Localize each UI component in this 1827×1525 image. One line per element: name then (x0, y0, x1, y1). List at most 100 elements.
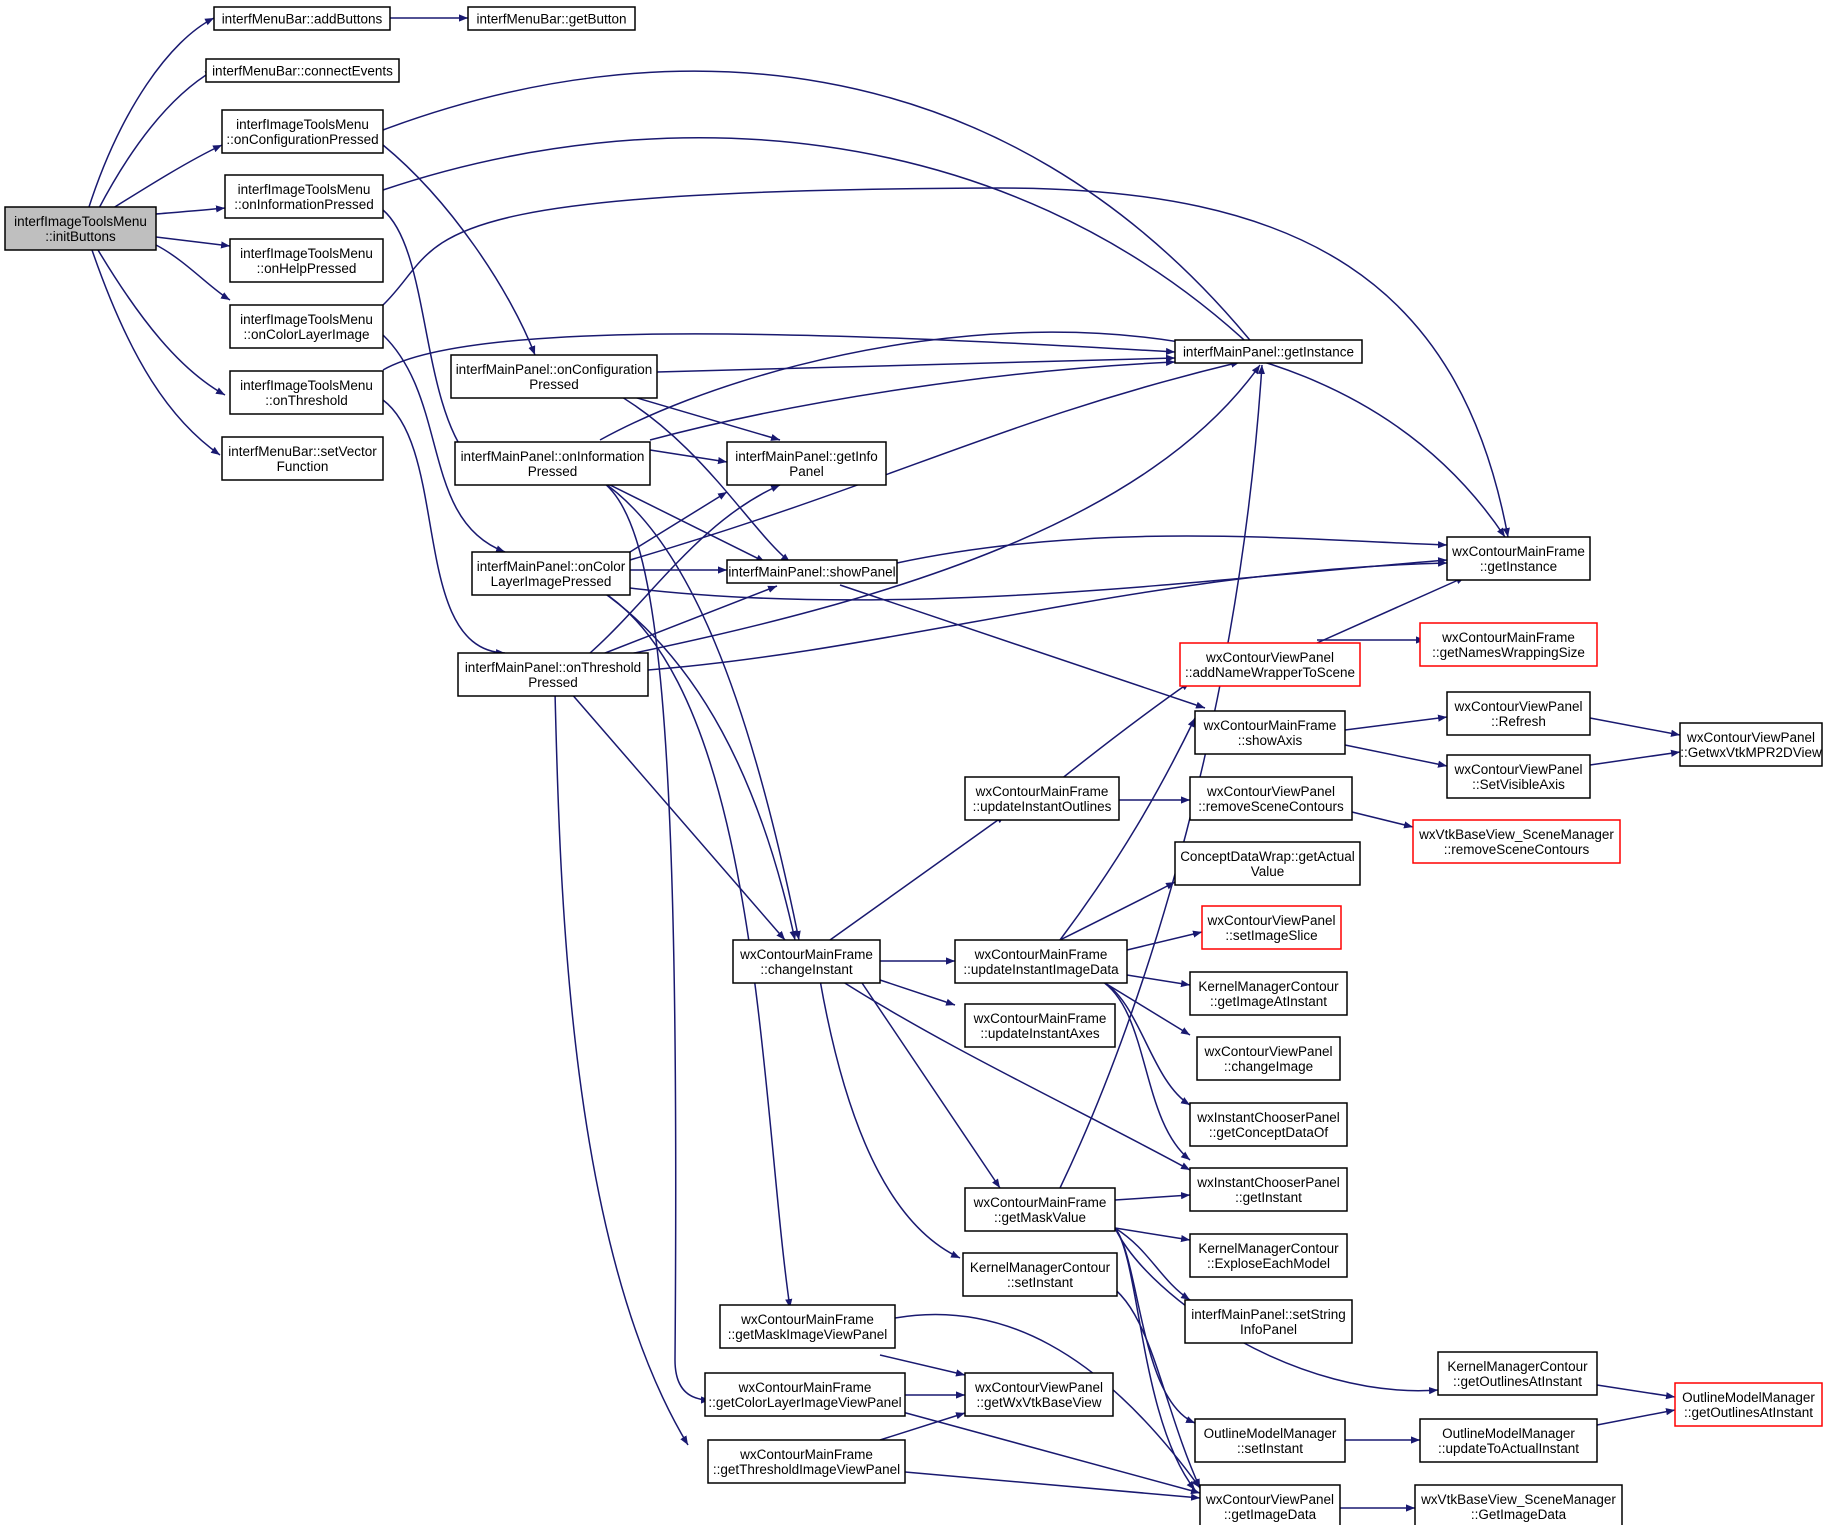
node-vsm-GetImageData[interactable]: wxVtkBaseView_SceneManager::GetImageData (1414, 1484, 1623, 1525)
node-kmc-getImageAtInstant[interactable]: KernelManagerContour::getImageAtInstant (1189, 971, 1348, 1016)
node-box (1419, 1418, 1598, 1463)
node-label: ::setInstant (1237, 1441, 1303, 1456)
edge (589, 484, 781, 654)
node-label: interfMainPanel::setString (1191, 1307, 1346, 1322)
node-label: interfImageToolsMenu (240, 312, 373, 327)
node-cmf-updateInstantOutlines[interactable]: wxContourMainFrame::updateInstantOutline… (964, 776, 1120, 821)
node-cvp-getWxVtkBaseView[interactable]: wxContourViewPanel::getWxVtkBaseView (964, 1372, 1114, 1417)
node-cvp-GetwxVtkMPR2DView[interactable]: wxContourViewPanel::GetwxVtkMPR2DView (1679, 722, 1823, 767)
edge (649, 449, 728, 465)
node-mb-getButton[interactable]: interfMenuBar::getButton (467, 6, 636, 31)
node-box (229, 238, 384, 283)
node-label: wxVtkBaseView_SceneManager (1418, 827, 1614, 842)
node-cmf-getInstance[interactable]: wxContourMainFrame::getInstance (1446, 536, 1591, 581)
edge (382, 187, 1510, 538)
node-cmf-getThresholdImageViewPanel[interactable]: wxContourMainFrame::getThresholdImageVie… (707, 1439, 906, 1484)
node-itm-onColorLayerImage[interactable]: interfImageToolsMenu::onColorLayerImage (229, 304, 384, 349)
node-label: ::getWxVtkBaseView (976, 1395, 1101, 1410)
node-cmf-getMaskImageViewPanel[interactable]: wxContourMainFrame::getMaskImageViewPane… (719, 1304, 896, 1349)
node-box (719, 1304, 896, 1349)
node-mp-onConfigurationPressed[interactable]: interfMainPanel::onConfigurationPressed (450, 354, 658, 399)
edge (91, 249, 221, 456)
node-mp-getInstance[interactable]: interfMainPanel::getInstance (1174, 339, 1363, 364)
node-label: ::setImageSlice (1225, 928, 1317, 943)
node-label: interfMenuBar::getButton (476, 12, 626, 27)
edge (382, 144, 536, 356)
node-mb-addButtons[interactable]: interfMenuBar::addButtons (213, 6, 391, 31)
node-icp-getConceptDataOf[interactable]: wxInstantChooserPanel::getConceptDataOf (1189, 1102, 1348, 1147)
node-cmf-updateInstantAxes[interactable]: wxContourMainFrame::updateInstantAxes (964, 1003, 1116, 1048)
node-mp-onInformationPressed[interactable]: interfMainPanel::onInformationPressed (454, 441, 651, 486)
node-label: ::changeInstant (760, 962, 853, 977)
node-label: wxContourViewPanel (1205, 650, 1334, 665)
node-label: interfMainPanel::onThreshold (465, 660, 641, 675)
node-label: ConceptDataWrap::getActual (1180, 849, 1355, 864)
edge (599, 479, 711, 1404)
node-omm-setInstant[interactable]: OutlineModelManager::setInstant (1194, 1418, 1346, 1463)
node-label: interfMainPanel::onColor (477, 559, 626, 574)
node-omm-getOutlinesAtInstant[interactable]: OutlineModelManager::getOutlinesAtInstan… (1674, 1382, 1823, 1427)
node-cvp-changeImage[interactable]: wxContourViewPanel::changeImage (1196, 1036, 1341, 1081)
node-icp-getInstant[interactable]: wxInstantChooserPanel::getInstant (1189, 1167, 1348, 1212)
node-label: interfMainPanel::showPanel (728, 565, 895, 580)
call-edges (87, 14, 1681, 1512)
node-itm-onConfigurationPressed[interactable]: interfImageToolsMenu::onConfigurationPre… (221, 109, 384, 154)
node-kmc-setInstant[interactable]: KernelManagerContour::setInstant (962, 1252, 1118, 1297)
node-cmf-showAxis[interactable]: wxContourMainFrame::showAxis (1194, 710, 1346, 755)
node-kmc-getOutlinesAtInstant[interactable]: KernelManagerContour::getOutlinesAtInsta… (1437, 1351, 1598, 1396)
node-box (1419, 622, 1598, 667)
node-box (224, 174, 384, 219)
edge (97, 249, 226, 396)
node-cmf-getMaskValue[interactable]: wxContourMainFrame::getMaskValue (964, 1187, 1116, 1232)
node-cvp-addNameWrapperToScene[interactable]: wxContourViewPanel::addNameWrapperToScen… (1179, 642, 1361, 687)
node-label: interfMenuBar::addButtons (222, 12, 383, 27)
node-cvp-SetVisibleAxis[interactable]: wxContourViewPanel::SetVisibleAxis (1446, 754, 1591, 799)
node-itm-onThreshold[interactable]: interfImageToolsMenu::onThreshold (229, 370, 384, 415)
node-omm-updateToActualInstant[interactable]: OutlineModelManager::updateToActualInsta… (1419, 1418, 1598, 1463)
node-box (467, 6, 636, 31)
node-label: ::GetwxVtkMPR2DView (1680, 745, 1822, 760)
node-label: interfMenuBar::setVector (228, 444, 377, 459)
node-mb-connectEvents[interactable]: interfMenuBar::connectEvents (205, 58, 400, 83)
node-itm-onHelpPressed[interactable]: interfImageToolsMenu::onHelpPressed (229, 238, 384, 283)
node-box (454, 441, 651, 486)
edge (382, 70, 1259, 351)
node-label: Function (277, 459, 329, 474)
node-label: ::removeSceneContours (1198, 799, 1344, 814)
node-cvp-Refresh[interactable]: wxContourViewPanel::Refresh (1446, 691, 1591, 736)
node-label: ::updateToActualInstant (1438, 1441, 1579, 1456)
node-initButtons[interactable]: interfImageToolsMenu::initButtons (4, 206, 157, 251)
node-cvp-removeSceneContours[interactable]: wxContourViewPanel::removeSceneContours (1189, 776, 1353, 821)
node-label: OutlineModelManager (1682, 1390, 1815, 1405)
node-kmc-ExploseEachModel[interactable]: KernelManagerContour::ExploseEachModel (1189, 1233, 1348, 1278)
node-vsm-removeSceneContours[interactable]: wxVtkBaseView_SceneManager::removeSceneC… (1412, 819, 1621, 864)
node-cmf-changeInstant[interactable]: wxContourMainFrame::changeInstant (732, 939, 881, 984)
node-label: Pressed (528, 464, 578, 479)
node-mp-onColorLayerImagePressed[interactable]: interfMainPanel::onColorLayerImagePresse… (471, 551, 631, 596)
edge (879, 1412, 966, 1441)
node-box (1437, 1351, 1598, 1396)
edge (554, 691, 689, 1446)
node-box (1446, 754, 1591, 799)
edge (1344, 744, 1448, 768)
edge (1316, 576, 1466, 644)
edge (382, 333, 1176, 371)
node-label: ::getOutlinesAtInstant (1453, 1374, 1582, 1389)
node-itm-onInformationPressed[interactable]: interfImageToolsMenu::onInformationPress… (224, 174, 384, 219)
node-mp-showPanel[interactable]: interfMainPanel::showPanel (726, 559, 898, 584)
node-cmf-getNamesWrappingSize[interactable]: wxContourMainFrame::getNamesWrappingSize (1419, 622, 1598, 667)
node-cmf-updateInstantImageData[interactable]: wxContourMainFrame::updateInstantImageDa… (954, 939, 1128, 984)
node-cvp-setImageSlice[interactable]: wxContourViewPanel::setImageSlice (1201, 905, 1342, 950)
node-cmf-getColorLayerImageViewPanel[interactable]: wxContourMainFrame::getColorLayerImageVi… (704, 1372, 906, 1417)
edge (896, 535, 1448, 564)
edge (1114, 1227, 1191, 1243)
node-label: wxContourViewPanel (1453, 762, 1582, 777)
node-cvp-getImageData[interactable]: wxContourViewPanel::getImageData (1199, 1484, 1341, 1525)
edge (859, 979, 1001, 1189)
node-box (1412, 819, 1621, 864)
